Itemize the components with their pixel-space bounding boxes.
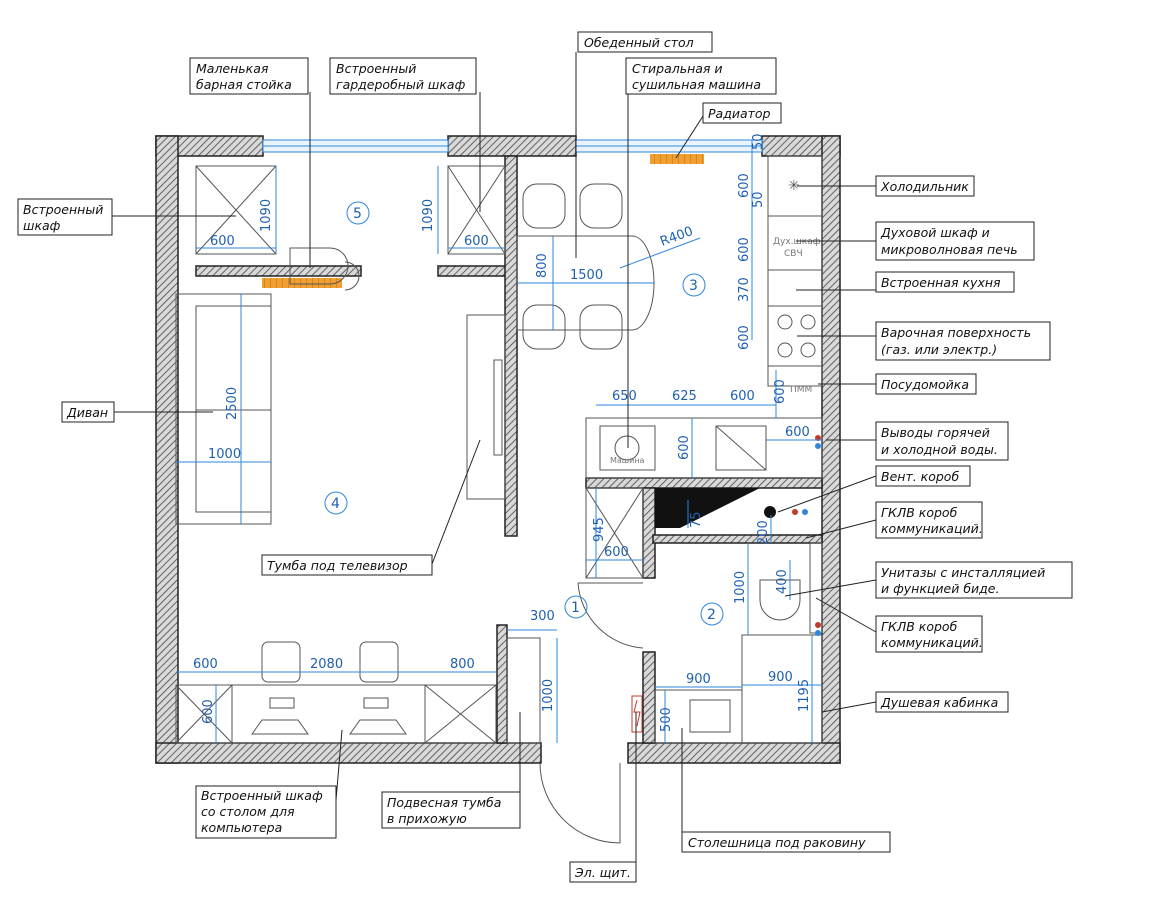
room-4: 4 — [331, 496, 340, 512]
room-5: 5 — [353, 206, 362, 222]
room-markers: 5 3 4 1 2 — [324, 201, 724, 626]
dim-50-top: 50 — [751, 133, 766, 150]
label-oven-2: микроволновая печь — [881, 242, 1018, 257]
label-gklv2-1: ГКЛВ короб — [881, 619, 958, 634]
svg-text:✳: ✳ — [788, 178, 800, 194]
label-kitchen: Встроенная кухня — [881, 275, 1001, 290]
dim-625: 625 — [672, 389, 697, 404]
label-hob-2: (газ. или электр.) — [881, 342, 997, 357]
label-sink-counter: Столешница под раковину — [688, 835, 866, 850]
room-3: 3 — [689, 278, 698, 294]
dim-600-right: 600 — [785, 425, 810, 440]
label-washer-1: Стиральная и — [632, 61, 723, 76]
dim-650: 650 — [612, 389, 637, 404]
dim-2080: 2080 — [310, 657, 343, 672]
label-small-bar-1: Маленькая — [196, 61, 269, 76]
label-sofa: Диван — [66, 405, 108, 420]
dim-1195: 1195 — [797, 679, 812, 712]
oven-text-1: Дух.шкаф — [773, 237, 821, 247]
dim-800-desk-right: 800 — [450, 657, 475, 672]
label-closet-desk-3: компьютера — [201, 820, 282, 835]
radiator-left — [262, 278, 342, 288]
label-wardrobe-2: гардеробный шкаф — [336, 77, 466, 92]
dim-r400: R400 — [658, 224, 695, 250]
interior-walls — [195, 155, 823, 744]
label-gklv1-2: коммуникаций. — [881, 521, 983, 536]
dim-2500-sofa: 2500 — [225, 387, 240, 420]
dim-1500-table: 1500 — [570, 268, 603, 283]
label-wardrobe-1: Встроенный — [336, 61, 416, 76]
dim-1000-sofa: 1000 — [208, 447, 241, 462]
label-water-1: Выводы горячей — [881, 425, 990, 440]
label-closet-desk-2: со столом для — [201, 804, 295, 819]
label-dining-table: Обеденный стол — [584, 35, 694, 50]
dim-1090-left: 1090 — [259, 199, 274, 232]
dim-945: 945 — [592, 517, 607, 542]
label-fridge: Холодильник — [880, 179, 969, 194]
washer-text: Машина — [610, 456, 645, 465]
dim-300: 300 — [530, 609, 555, 624]
label-closet-2: шкаф — [23, 218, 61, 233]
label-washer-2: сушильная машина — [632, 77, 761, 92]
label-vent: Вент. короб — [881, 469, 959, 484]
dim-600-oven: 600 — [737, 237, 752, 262]
label-small-bar-2: барная стойка — [196, 77, 292, 92]
label-radiator: Радиатор — [708, 106, 771, 121]
oven-text-2: СВЧ — [784, 249, 803, 259]
label-oven-1: Духовой шкаф и — [880, 225, 990, 240]
label-water-2: и холодной воды. — [881, 442, 998, 457]
windows — [262, 139, 763, 153]
label-gklv2-2: коммуникаций. — [881, 635, 983, 650]
dim-800-table: 800 — [535, 253, 550, 278]
dimension-values: 600 1090 1090 600 800 1500 R400 50 600 5… — [193, 133, 812, 732]
dim-600-desk-depth: 600 — [201, 699, 216, 724]
dim-400: 400 — [775, 569, 790, 594]
dim-600-hob: 600 — [737, 325, 752, 350]
dim-600-dw: 600 — [773, 379, 788, 404]
label-hall-cabinet-1: Подвесная тумба — [387, 795, 501, 810]
dim-600-wardrobe-mid: 600 — [464, 234, 489, 249]
dim-600-desk-left: 600 — [193, 657, 218, 672]
label-el-panel: Эл. щит. — [574, 865, 631, 880]
label-dishwasher: Посудомойка — [881, 377, 969, 392]
dim-600-hall: 600 — [604, 545, 629, 560]
furniture: ✳ — [175, 155, 823, 844]
label-toilet-1: Унитазы с инсталляцией — [881, 565, 1045, 580]
dim-500: 500 — [659, 707, 674, 732]
dim-600-fridge: 600 — [737, 173, 752, 198]
room-2: 2 — [707, 607, 716, 623]
dim-900-shower: 900 — [768, 670, 793, 685]
dim-600-wardrobe-left: 600 — [210, 234, 235, 249]
dimension-lines — [176, 140, 822, 743]
dim-600-counter: 600 — [730, 389, 755, 404]
callouts: Маленькая барная стойка Встроенный гарде… — [17, 31, 1073, 883]
dim-200: 200 — [756, 520, 771, 545]
label-hob-1: Варочная поверхность — [881, 325, 1031, 340]
room-1: 1 — [571, 600, 580, 616]
radiator-top — [650, 154, 704, 164]
dim-50-mid: 50 — [751, 191, 766, 208]
label-tv-stand: Тумба под телевизор — [267, 558, 408, 573]
label-closet-desk-1: Встроенный шкаф — [201, 788, 323, 803]
label-toilet-2: и функцией биде. — [881, 581, 999, 596]
dim-75: 75 — [689, 511, 704, 528]
leader-lines — [112, 52, 877, 872]
label-closet-1: Встроенный — [23, 202, 103, 217]
dim-600-counter-depth: 600 — [677, 435, 692, 460]
label-shower: Душевая кабинка — [880, 695, 998, 710]
dim-1000-bath: 1000 — [733, 571, 748, 604]
dim-370: 370 — [737, 277, 752, 302]
label-hall-cabinet-2: в прихожую — [387, 811, 467, 826]
dim-1090-mid: 1090 — [421, 199, 436, 232]
label-gklv1-1: ГКЛВ короб — [881, 505, 958, 520]
dim-1000-hall: 1000 — [541, 679, 556, 712]
dim-900-sink: 900 — [686, 672, 711, 687]
dishwasher-text: ПММ — [790, 385, 812, 395]
